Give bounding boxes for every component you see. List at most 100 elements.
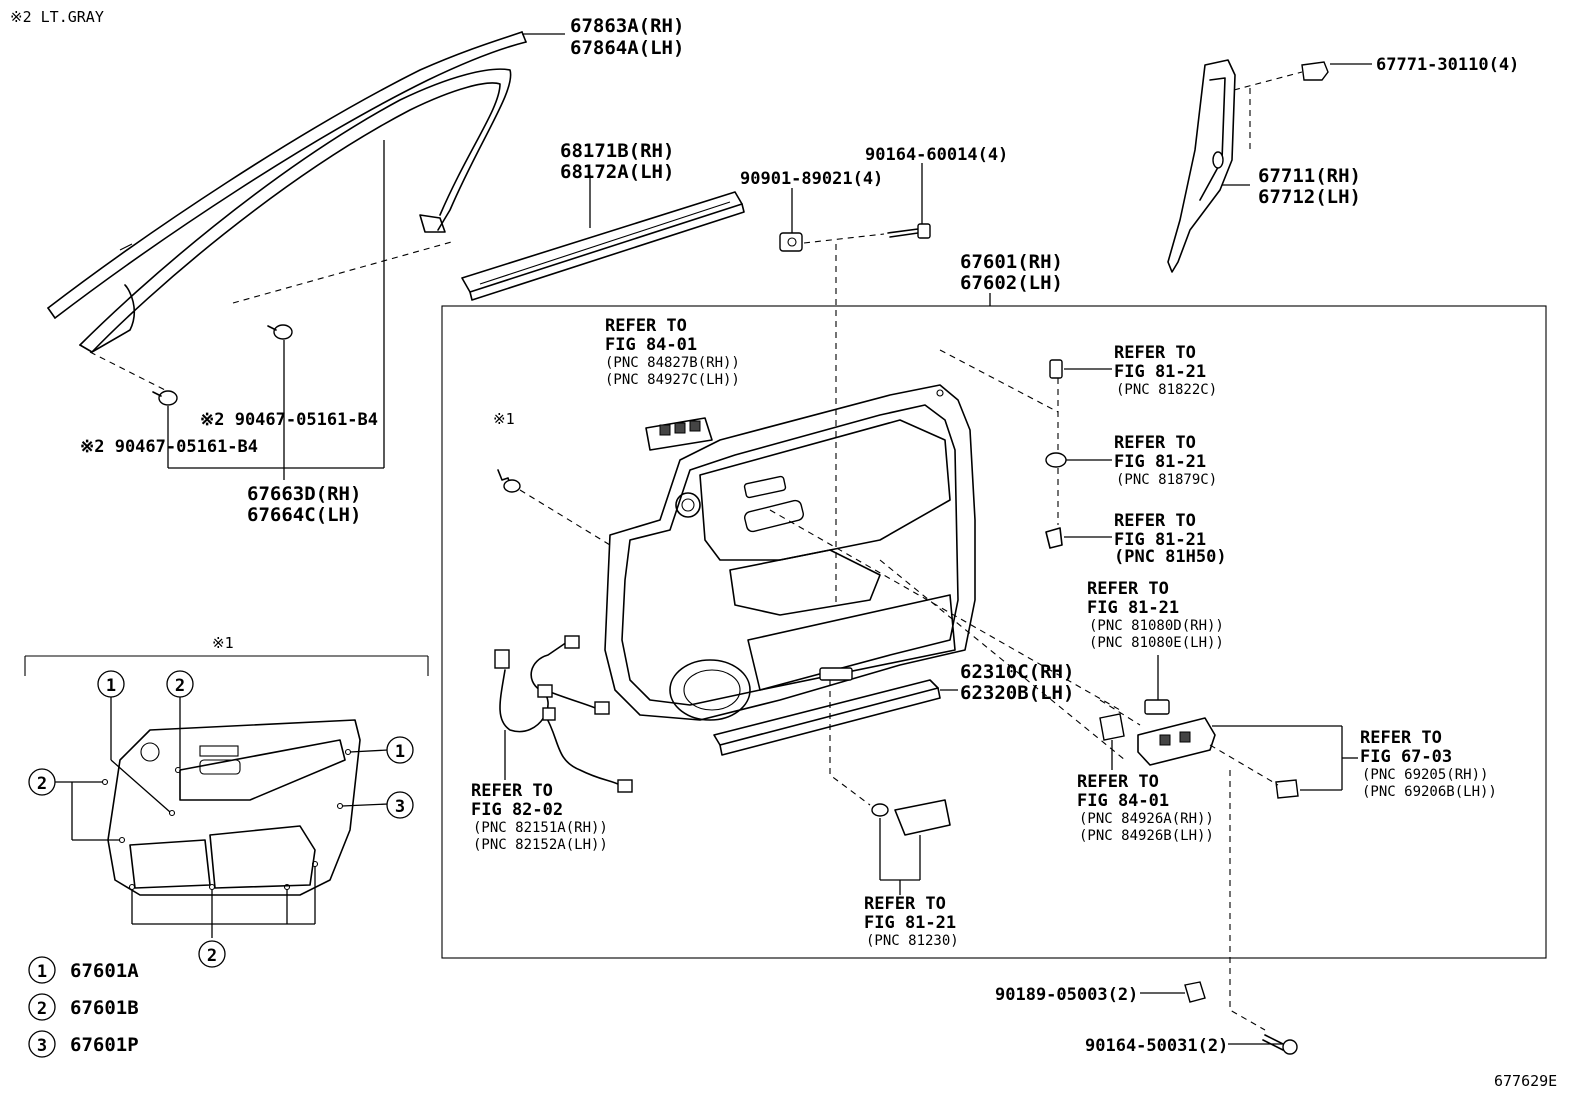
refer4-l1: REFER TO [1114, 511, 1196, 531]
callout-2-bottom: 2 [198, 940, 226, 968]
refer2-l1: REFER TO [1114, 343, 1196, 363]
refer9-l1: REFER TO [864, 894, 946, 914]
lt-gray-note: ※2 LT.GRAY [10, 8, 104, 26]
refer2-l2: FIG 81-21 [1114, 362, 1206, 382]
door-weatherstrip [713, 679, 941, 756]
clip-90467-upper [267, 324, 293, 340]
clip-81822c [1049, 359, 1063, 379]
refer7-l4: (PNC 84926B(LH)) [1079, 828, 1214, 844]
label-90467-upper: ※2 90467-05161-B4 [200, 410, 378, 430]
switch-84926a [1099, 713, 1125, 741]
refer7-l1: REFER TO [1077, 772, 1159, 792]
clip-90467-lower [152, 390, 178, 406]
refer8-l2: FIG 82-02 [471, 800, 563, 820]
cap-69205 [1275, 779, 1299, 799]
svg-text:3: 3 [395, 797, 405, 817]
refer5-l2: FIG 81-21 [1087, 598, 1179, 618]
legend-part-1: 67601A [70, 960, 139, 982]
svg-text:2: 2 [207, 946, 217, 966]
callout-2-top: 2 [166, 670, 194, 698]
svg-text:2: 2 [175, 676, 185, 696]
door-frame-weatherstrip [47, 31, 527, 353]
clip-81080d [1144, 699, 1170, 715]
refer1-l2: FIG 84-01 [605, 335, 697, 355]
refer2-l3: (PNC 81822C) [1116, 382, 1217, 398]
label-67864a: 67864A(LH) [570, 37, 684, 59]
nut-90189 [1184, 981, 1206, 1003]
refer8-l3: (PNC 82151A(RH)) [473, 820, 608, 836]
callout-3-right: 3 [386, 791, 414, 819]
label-67711: 67711(RH) [1258, 165, 1361, 187]
refer1-l4: (PNC 84927C(LH)) [605, 372, 740, 388]
clip-67771 [1301, 61, 1329, 81]
svg-text:1: 1 [106, 676, 116, 696]
label-67663d: 67663D(RH) [247, 483, 361, 505]
label-68171b: 68171B(RH) [560, 140, 674, 162]
refer9-l3: (PNC 81230) [866, 933, 959, 949]
refer3-l2: FIG 81-21 [1114, 452, 1206, 472]
mark1-label: ※1 [493, 410, 515, 428]
clip-location-panel [101, 719, 361, 896]
label-90164-50031: 90164-50031(2) [1085, 1036, 1228, 1056]
svg-text:2: 2 [37, 774, 47, 794]
legend-part-3: 67601P [70, 1034, 139, 1056]
refer4-l2: FIG 81-21 [1114, 530, 1206, 550]
refer8-l4: (PNC 82152A(LH)) [473, 837, 608, 853]
power-window-switch [645, 417, 713, 451]
callout-1-left: 1 [97, 670, 125, 698]
inner-handle-bezel [1137, 717, 1216, 766]
label-90164-60014: 90164-60014(4) [865, 145, 1008, 165]
screw-90164-60014 [887, 223, 931, 239]
trim-clip-mark1 [497, 469, 521, 493]
legend-row-2: 2 67601B [28, 993, 139, 1021]
refer6-l3: (PNC 69205(RH)) [1362, 767, 1488, 783]
label-67712: 67712(LH) [1258, 186, 1361, 208]
refer4-l3: (PNC 81H50) [1114, 547, 1227, 567]
refer6-l4: (PNC 69206B(LH)) [1362, 784, 1497, 800]
refer5-l1: REFER TO [1087, 579, 1169, 599]
pillar-garnish [1167, 59, 1236, 273]
refer7-l2: FIG 84-01 [1077, 791, 1169, 811]
door-trim-assembly-frame [441, 305, 1547, 959]
label-62320b: 62320B(LH) [960, 682, 1074, 704]
belt-weatherstrip [461, 191, 745, 301]
label-67863a: 67863A(RH) [570, 15, 684, 37]
label-67664c: 67664C(LH) [247, 504, 361, 526]
label-90189: 90189-05003(2) [995, 985, 1138, 1005]
callout-2-left: 2 [28, 768, 56, 796]
svg-text:3: 3 [37, 1036, 47, 1056]
label-67602: 67602(LH) [960, 272, 1063, 294]
refer6-l2: FIG 67-03 [1360, 747, 1452, 767]
refer9-l2: FIG 81-21 [864, 913, 956, 933]
callout-1-right: 1 [386, 736, 414, 764]
courtesy-lamp [871, 799, 951, 836]
refer1-l3: (PNC 84827B(RH)) [605, 355, 740, 371]
mark1-box-label: ※1 [212, 634, 234, 652]
clip-81879c [1045, 452, 1067, 468]
clip-90901 [779, 232, 803, 252]
legend-part-2: 67601B [70, 997, 139, 1019]
door-trim-panel [604, 384, 976, 721]
refer3-l1: REFER TO [1114, 433, 1196, 453]
legend-row-3: 3 67601P [28, 1030, 139, 1058]
label-67771: 67771-30110(4) [1376, 55, 1519, 75]
refer7-l3: (PNC 84926A(RH)) [1079, 811, 1214, 827]
refer5-l4: (PNC 81080E(LH)) [1089, 635, 1224, 651]
wire-harness [494, 635, 633, 793]
refer3-l3: (PNC 81879C) [1116, 472, 1217, 488]
svg-text:2: 2 [37, 999, 47, 1019]
label-68172a: 68172A(LH) [560, 161, 674, 183]
label-90901: 90901-89021(4) [740, 169, 883, 189]
refer6-l1: REFER TO [1360, 728, 1442, 748]
legend-row-1: 1 67601A [28, 956, 139, 984]
screw-90164-50031 [1262, 1034, 1298, 1055]
svg-text:1: 1 [37, 962, 47, 982]
refer1-l1: REFER TO [605, 316, 687, 336]
svg-text:1: 1 [395, 742, 405, 762]
refer5-l3: (PNC 81080D(RH)) [1089, 618, 1224, 634]
label-67601: 67601(RH) [960, 251, 1063, 273]
figure-id: 677629E [1494, 1072, 1557, 1090]
refer8-l1: REFER TO [471, 781, 553, 801]
label-90467-lower: ※2 90467-05161-B4 [80, 437, 258, 457]
